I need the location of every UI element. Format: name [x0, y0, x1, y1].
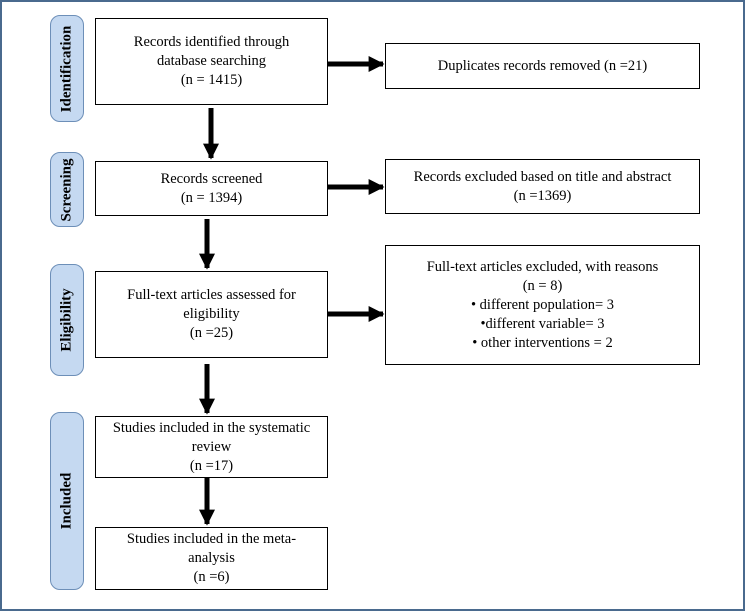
box-fulltext-assessed: Full-text articles assessed for eligibil… — [95, 271, 328, 358]
fulltext-line1: Full-text articles assessed for — [127, 287, 296, 303]
duplicates-line1: Duplicates records removed (n =21) — [437, 57, 648, 74]
fulltext-line3: (n =25) — [189, 325, 234, 341]
stage-screening: Screening — [50, 152, 84, 227]
systematic-line1: Studies included in the systematic — [112, 419, 311, 436]
fulltext-excluded-line2: (n = 8) — [522, 277, 563, 294]
meta-line2: analysis — [188, 550, 235, 566]
fulltext-excluded-line4: •different variable= 3 — [480, 315, 605, 332]
systematic-line3: (n =17) — [189, 457, 234, 474]
box-meta-analysis: Studies included in the meta- analysis (… — [95, 527, 328, 590]
screened-line1: Records screened — [160, 170, 263, 187]
box-duplicates-removed: Duplicates records removed (n =21) — [385, 43, 700, 89]
box-records-screened: Records screened (n = 1394) — [95, 161, 328, 216]
box-records-identified: Records identified through database sear… — [95, 18, 328, 105]
identified-line2: database searching — [156, 53, 267, 69]
box-systematic-review: Studies included in the systematic revie… — [95, 416, 328, 478]
meta-line1: Studies included in the meta- — [126, 531, 297, 547]
excluded-title-line2: (n =1369) — [513, 187, 572, 204]
fulltext-line2: eligibility — [183, 306, 240, 322]
box-fulltext-excluded: Full-text articles excluded, with reason… — [385, 245, 700, 365]
fulltext-excluded-line5: • other interventions = 2 — [472, 334, 613, 351]
box-records-excluded: Records excluded based on title and abst… — [385, 159, 700, 214]
meta-line3: (n =6) — [193, 569, 230, 585]
systematic-line2: review — [191, 438, 232, 455]
screened-line2: (n = 1394) — [180, 189, 243, 206]
stage-identification: Identification — [50, 15, 84, 122]
stage-included: Included — [50, 412, 84, 590]
fulltext-excluded-line3: • different population= 3 — [470, 296, 615, 313]
fulltext-excluded-line1: Full-text articles excluded, with reason… — [426, 258, 659, 275]
excluded-title-line1: Records excluded based on title and abst… — [413, 168, 672, 185]
identified-line1: Records identified through — [133, 34, 290, 50]
identified-line3: (n = 1415) — [180, 72, 243, 88]
stage-eligibility: Eligibility — [50, 264, 84, 376]
